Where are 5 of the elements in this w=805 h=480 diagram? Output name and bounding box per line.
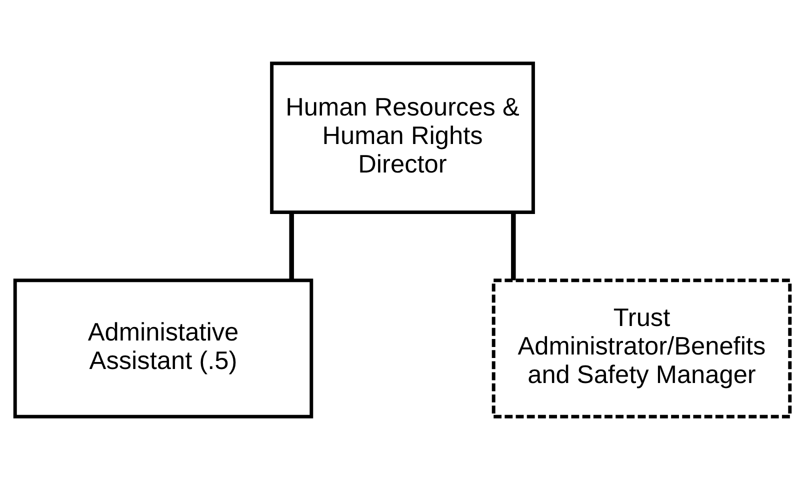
connector (511, 212, 516, 280)
node-box: Trust Administrator/Benefits and Safety Manager (492, 278, 792, 418)
node-box: Administative Assistant (.5) (13, 278, 314, 418)
connector (289, 212, 294, 280)
node-box: Human Resources & Human Rights Director (270, 62, 535, 214)
